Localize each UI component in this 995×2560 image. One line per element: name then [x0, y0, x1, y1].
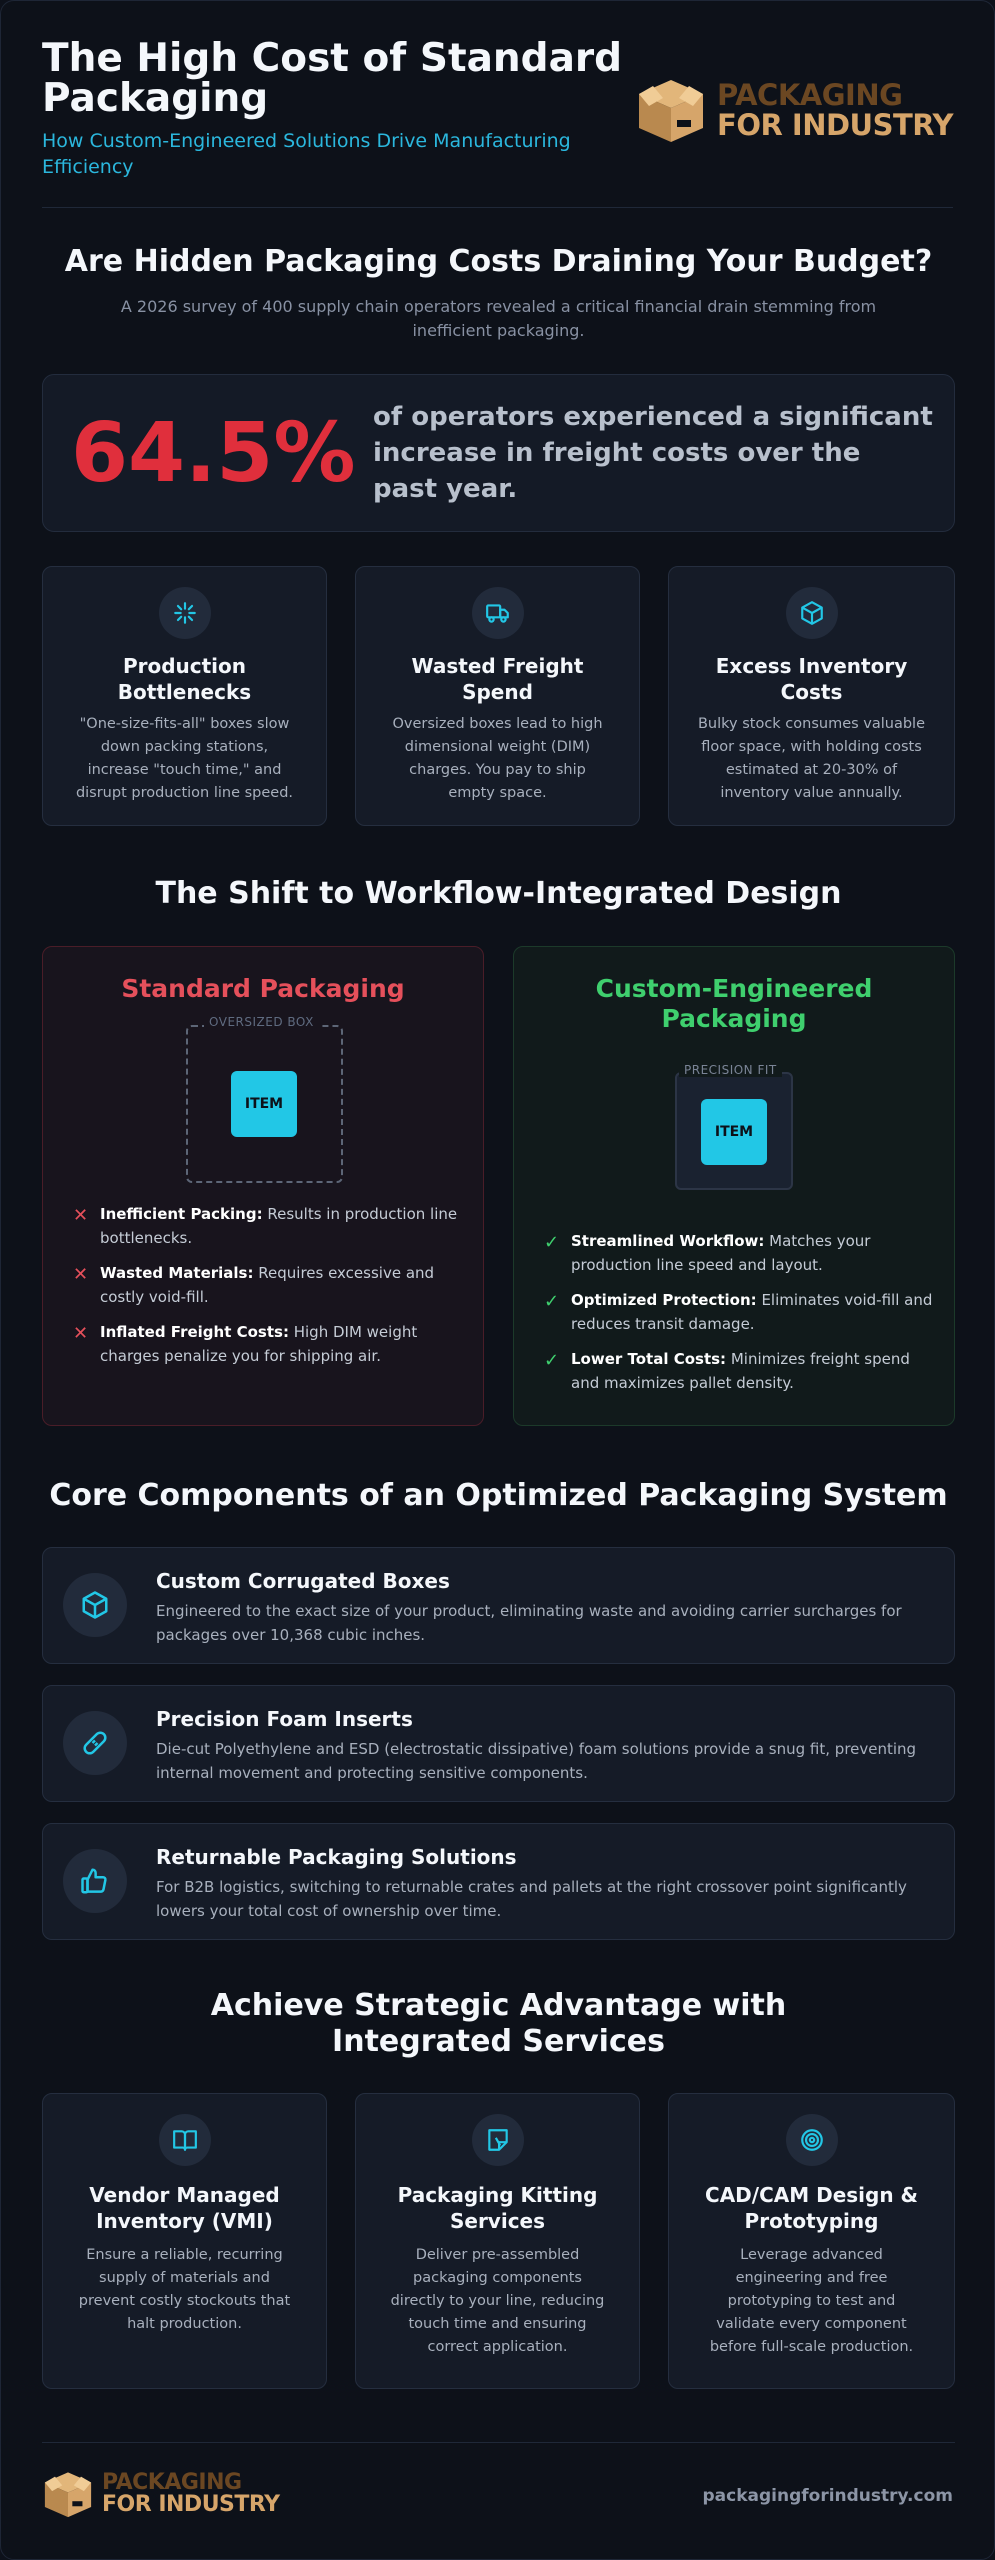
thumbs-up-icon — [63, 1849, 127, 1913]
truck-icon — [471, 587, 524, 639]
stat-highlight: 64.5% of operators experienced a signifi… — [42, 374, 955, 532]
x-icon: ✕ — [73, 1264, 89, 1285]
card-text: Bulky stock consumes valuable floor spac… — [697, 716, 926, 801]
brand-logo: PACKAGING FOR INDUSTRY — [635, 76, 953, 144]
component-title: Precision Foam Inserts — [156, 1707, 413, 1731]
service-card-kitting: Packaging Kitting Services Deliver pre-a… — [355, 2093, 640, 2389]
service-card-cadcam: CAD/CAM Design & Prototyping Leverage ad… — [668, 2093, 955, 2389]
check-icon: ✓ — [544, 1350, 560, 1371]
footer-divider — [42, 2442, 955, 2443]
section-heading-services: Achieve Strategic Advantage with Integra… — [210, 1988, 787, 2059]
component-text: For B2B logistics, switching to returnab… — [156, 1878, 907, 1920]
component-title: Custom Corrugated Boxes — [156, 1569, 450, 1593]
section-heading-shift: The Shift to Workflow-Integrated Design — [155, 876, 842, 911]
logo-text-line1: PACKAGING — [717, 78, 903, 112]
component-card-returnable: Returnable Packaging Solutions For B2B l… — [42, 1823, 955, 1940]
cost-card-bottlenecks: Production Bottlenecks "One-size-fits-al… — [42, 566, 327, 826]
logo-text-line2: FOR INDUSTRY — [102, 2492, 280, 2517]
stat-value: 64.5% — [71, 406, 356, 501]
book-icon — [158, 2114, 211, 2166]
panel-title: Standard Packaging — [121, 974, 405, 1003]
check-icon: ✓ — [544, 1291, 560, 1312]
custom-packaging-panel: Custom-Engineered Packaging PRECISION FI… — [513, 946, 955, 1426]
card-text: Oversized boxes lead to high dimensional… — [392, 716, 603, 801]
component-title: Returnable Packaging Solutions — [156, 1845, 517, 1869]
box-label: PRECISION FIT — [679, 1063, 782, 1077]
x-icon: ✕ — [73, 1205, 89, 1226]
service-title: Vendor Managed Inventory (VMI) — [89, 2183, 280, 2233]
card-text: "One-size-fits-all" boxes slow down pack… — [75, 716, 294, 801]
section-heading-components: Core Components of an Optimized Packagin… — [49, 1478, 948, 1513]
kit-icon — [471, 2114, 524, 2166]
list-item: ✕Inefficient Packing: Results in product… — [73, 1205, 458, 1247]
custom-benefits-list: ✓Streamlined Workflow: Matches your prod… — [544, 1229, 934, 1406]
item-block: ITEM — [231, 1071, 297, 1137]
component-card-corrugated: Custom Corrugated Boxes Engineered to th… — [42, 1547, 955, 1664]
item-block: ITEM — [701, 1099, 767, 1165]
service-text: Ensure a reliable, recurring supply of m… — [78, 2247, 291, 2332]
standard-packaging-panel: Standard Packaging OVERSIZED BOX ITEM ✕I… — [42, 946, 484, 1426]
page-title: The High Cost of Standard Packaging — [42, 36, 623, 121]
footer-logo: PACKAGING FOR INDUSTRY — [42, 2469, 280, 2519]
section-heading-hidden-costs: Are Hidden Packaging Costs Draining Your… — [64, 244, 933, 279]
survey-intro: A 2026 survey of 400 supply chain operat… — [120, 297, 877, 340]
sparkle-icon — [158, 587, 211, 639]
box-icon — [63, 1573, 127, 1637]
x-icon: ✕ — [73, 1323, 89, 1344]
service-card-vmi: Vendor Managed Inventory (VMI) Ensure a … — [42, 2093, 327, 2389]
component-text: Die-cut Polyethylene and ESD (electrosta… — [156, 1740, 917, 1782]
list-item: ✓Optimized Protection: Eliminates void-f… — [544, 1291, 933, 1333]
standard-drawbacks-list: ✕Inefficient Packing: Results in product… — [73, 1202, 463, 1379]
service-title: Packaging Kitting Services — [397, 2183, 598, 2233]
list-item: ✕Inflated Freight Costs: High DIM weight… — [73, 1323, 418, 1365]
bandage-icon — [63, 1711, 127, 1775]
logo-text-line2: FOR INDUSTRY — [717, 108, 953, 142]
card-title: Excess Inventory Costs — [715, 654, 908, 704]
logo-text-line1: PACKAGING — [102, 2470, 242, 2495]
website-link[interactable]: packagingforindustry.com — [702, 2486, 953, 2506]
package-logo-icon — [44, 2472, 92, 2518]
target-icon — [785, 2114, 838, 2166]
list-item: ✕Wasted Materials: Requires excessive an… — [73, 1264, 435, 1306]
header: The High Cost of Standard Packaging How … — [42, 1, 953, 208]
component-text: Engineered to the exact size of your pro… — [156, 1602, 902, 1644]
panel-title: Custom-Engineered Packaging — [595, 974, 873, 1033]
service-text: Deliver pre-assembled packaging componen… — [390, 2247, 605, 2355]
package-logo-icon — [639, 80, 704, 142]
card-title: Production Bottlenecks — [117, 654, 252, 704]
cost-card-freight: Wasted Freight Spend Oversized boxes lea… — [355, 566, 640, 826]
service-title: CAD/CAM Design & Prototyping — [705, 2183, 918, 2233]
page-subtitle: How Custom-Engineered Solutions Drive Ma… — [42, 130, 571, 178]
card-title: Wasted Freight Spend — [411, 654, 584, 704]
box-label: OVERSIZED BOX — [204, 1015, 319, 1029]
box-icon — [785, 587, 838, 639]
check-icon: ✓ — [544, 1232, 560, 1253]
stat-description: of operators experienced a significant i… — [373, 402, 933, 504]
component-card-foam: Precision Foam Inserts Die-cut Polyethyl… — [42, 1685, 955, 1802]
list-item: ✓Lower Total Costs: Minimizes freight sp… — [544, 1350, 910, 1392]
list-item: ✓Streamlined Workflow: Matches your prod… — [544, 1232, 871, 1274]
cost-card-inventory: Excess Inventory Costs Bulky stock consu… — [668, 566, 955, 826]
service-text: Leverage advanced engineering and free p… — [709, 2247, 914, 2355]
